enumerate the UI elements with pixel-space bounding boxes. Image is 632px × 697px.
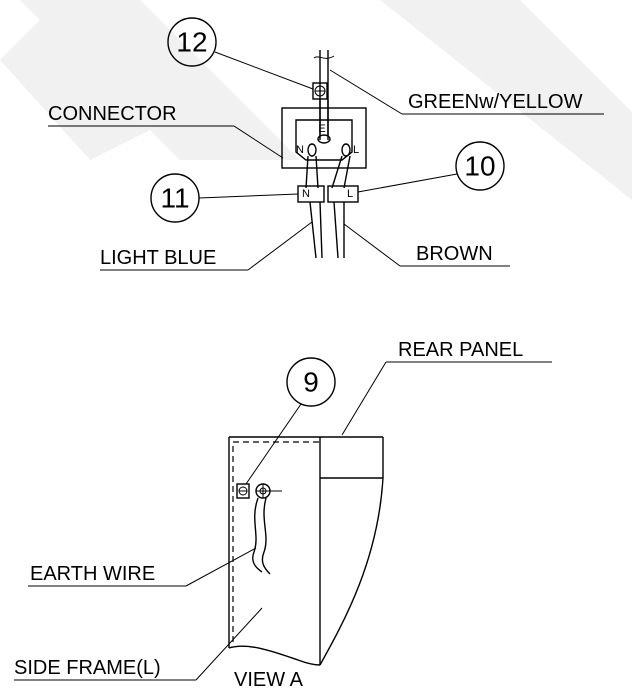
rear-panel-label: REAR PANEL bbox=[398, 339, 523, 361]
terminal-neutral-label: N bbox=[296, 144, 304, 156]
callout-11: 11 bbox=[150, 173, 299, 223]
earth-screw-icon bbox=[312, 82, 328, 100]
svg-text:11: 11 bbox=[160, 183, 189, 214]
light-blue-label: LIGHT BLUE bbox=[100, 247, 216, 269]
side-frame-panel bbox=[228, 436, 384, 666]
background-watermark bbox=[0, 0, 632, 200]
callout-10: 10 bbox=[357, 141, 505, 193]
screw-icon bbox=[255, 483, 282, 499]
svg-text:9: 9 bbox=[303, 367, 319, 398]
connector-socket bbox=[295, 119, 353, 161]
connector-label: CONNECTOR bbox=[48, 103, 177, 125]
callout-9: 9 bbox=[245, 357, 336, 485]
light-blue-leader bbox=[100, 221, 313, 271]
side-frame-label: SIDE FRAME(L) bbox=[14, 657, 161, 679]
sleeve-live: L bbox=[327, 185, 359, 203]
live-pin bbox=[331, 143, 351, 189]
terminal-live-label: L bbox=[353, 144, 359, 156]
side-frame-leader bbox=[14, 607, 263, 681]
earth-wire bbox=[252, 497, 271, 575]
brown-label: BROWN bbox=[416, 243, 493, 265]
svg-text:L: L bbox=[347, 188, 353, 200]
earth-wire-label: EARTH WIRE bbox=[30, 563, 155, 585]
terminal-earth-label: E bbox=[318, 123, 325, 135]
view-a-detail: 9 REAR PANEL EARTH WIRE SIDE FRAME(L) VI… bbox=[14, 339, 552, 691]
connector-detail: E N L N L bbox=[48, 17, 604, 271]
neutral-pin bbox=[305, 143, 319, 189]
brown-leader bbox=[343, 223, 510, 267]
svg-text:10: 10 bbox=[464, 151, 495, 182]
sleeve-neutral: N bbox=[297, 185, 325, 203]
connector-leader bbox=[48, 125, 284, 159]
view-caption: VIEW A bbox=[234, 669, 304, 691]
rear-panel-leader bbox=[341, 361, 552, 436]
earth-wire-leader bbox=[28, 547, 257, 587]
connector-housing bbox=[281, 107, 367, 169]
light-blue-and-brown-wires bbox=[309, 201, 345, 259]
earth-terminal-icon bbox=[236, 483, 250, 499]
svg-text:12: 12 bbox=[176, 27, 207, 58]
callout-12: 12 bbox=[167, 17, 314, 90]
panel-hidden-edge bbox=[232, 441, 320, 642]
earth-pin bbox=[317, 100, 331, 144]
green-yellow-label: GREENw/YELLOW bbox=[408, 91, 583, 113]
svg-text:N: N bbox=[302, 188, 310, 200]
green-yellow-leader bbox=[329, 69, 604, 115]
